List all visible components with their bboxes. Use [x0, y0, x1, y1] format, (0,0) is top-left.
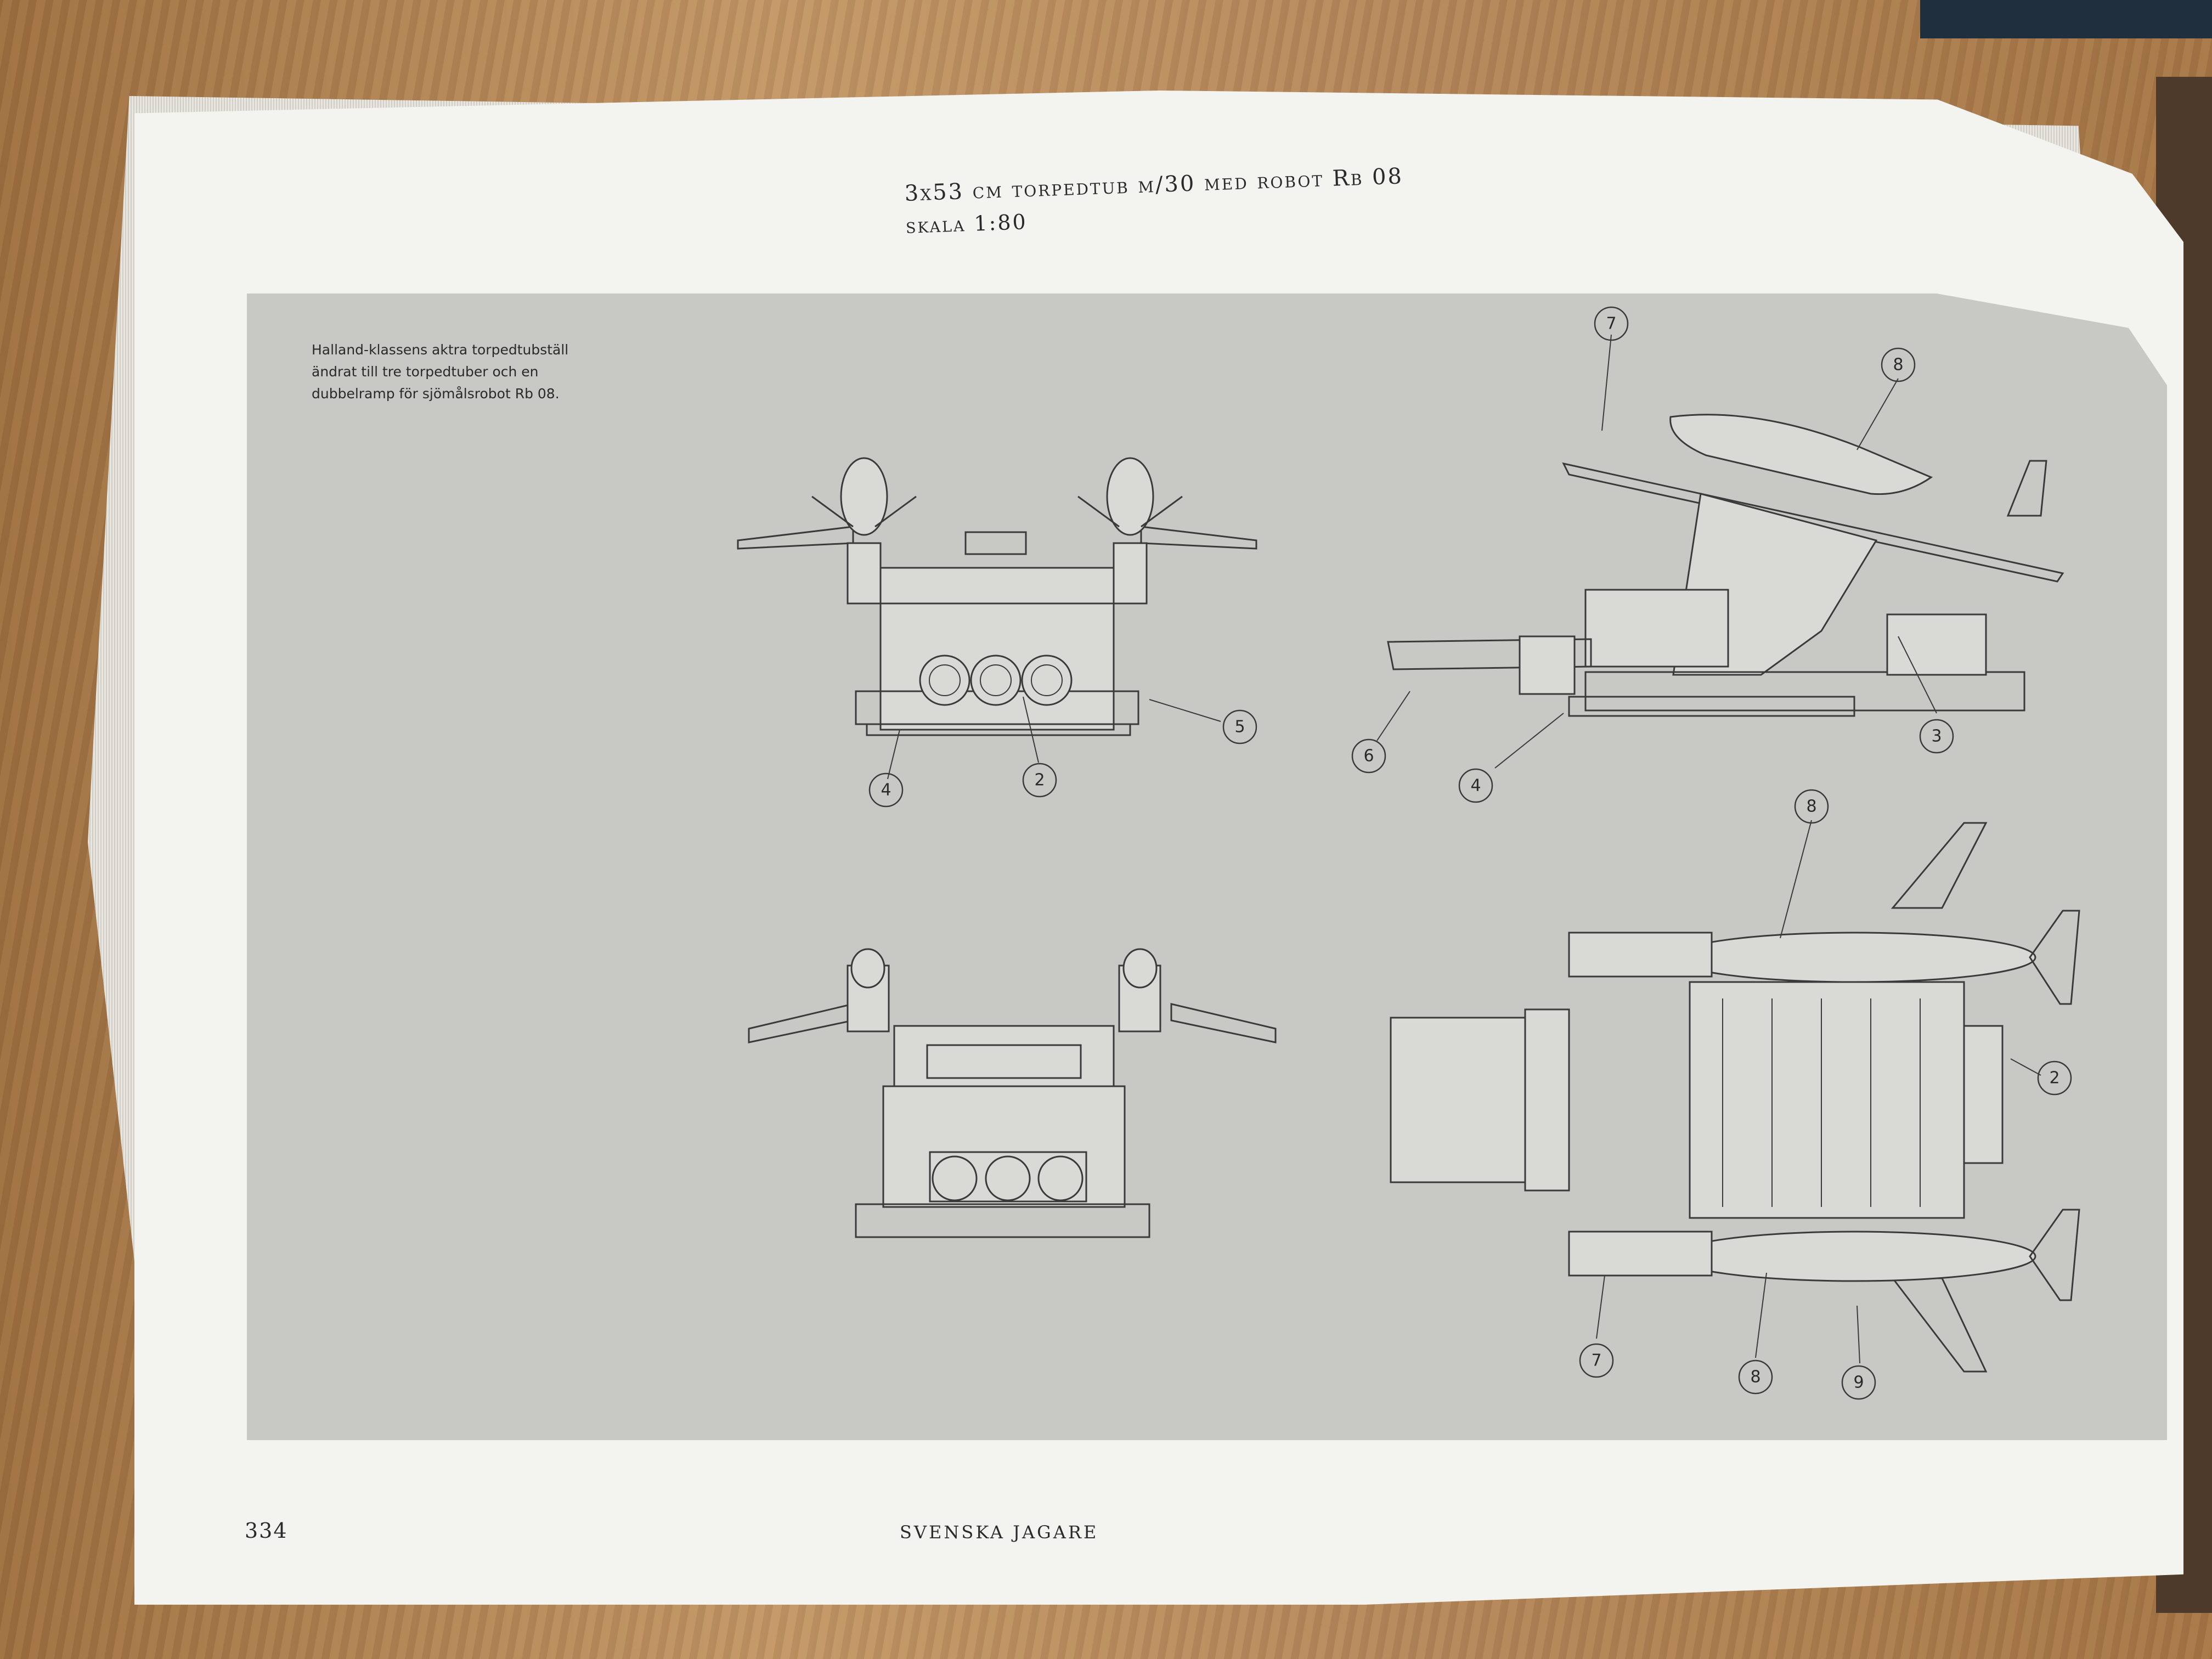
svg-text:6: 6 — [1363, 747, 1374, 766]
callout-8-plan-bottom: 8 — [1738, 1359, 1773, 1395]
caption-line-1: Halland-klassens aktra torpedtubställ — [312, 342, 569, 358]
callout-2-front: 2 — [1022, 763, 1057, 798]
running-title: SVENSKA JAGARE — [900, 1522, 1099, 1543]
svg-text:4: 4 — [1470, 776, 1481, 795]
svg-text:2: 2 — [1034, 771, 1045, 790]
callout-5-front: 5 — [1222, 709, 1257, 744]
svg-text:8: 8 — [1750, 1368, 1760, 1387]
callout-7-plan: 7 — [1579, 1343, 1614, 1378]
callout-3-side: 3 — [1919, 719, 1954, 754]
svg-text:8: 8 — [1806, 797, 1816, 816]
callout-2-plan: 2 — [2037, 1060, 2072, 1096]
callout-9-plan: 9 — [1841, 1365, 1876, 1400]
callout-8-side: 8 — [1881, 347, 1916, 382]
callout-4-front: 4 — [868, 772, 904, 808]
leader-lines — [887, 334, 2041, 1364]
figure-caption: Halland-klassens aktra torpedtubställ än… — [312, 339, 619, 405]
svg-text:4: 4 — [881, 781, 891, 800]
callout-7-side: 7 — [1594, 306, 1629, 341]
side-view — [1387, 414, 2064, 717]
front-view-upper — [737, 457, 1257, 736]
front-view-lower — [748, 948, 1277, 1238]
svg-text:7: 7 — [1591, 1351, 1601, 1370]
callout-8-plan-top: 8 — [1794, 789, 1829, 824]
callout-6-side: 6 — [1351, 738, 1386, 774]
svg-text:5: 5 — [1234, 718, 1245, 737]
svg-text:9: 9 — [1853, 1373, 1864, 1392]
caption-line-2: ändrat till tre torpedtuber och en — [312, 364, 539, 380]
callout-4-side: 4 — [1458, 768, 1493, 803]
svg-text:2: 2 — [2049, 1069, 2059, 1088]
book-cover-corner — [1920, 0, 2212, 38]
caption-line-3: dubbelramp för sjömålsrobot Rb 08. — [312, 386, 560, 402]
svg-text:3: 3 — [1931, 727, 1942, 746]
svg-text:8: 8 — [1893, 356, 1903, 375]
svg-text:7: 7 — [1606, 314, 1616, 334]
plan-view — [1390, 822, 2080, 1373]
page-number: 334 — [245, 1519, 288, 1543]
